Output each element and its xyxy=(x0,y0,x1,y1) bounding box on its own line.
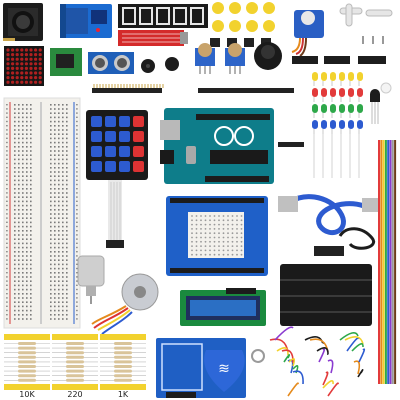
header-pins-top xyxy=(92,84,294,93)
resistor-strip-1 xyxy=(4,334,50,390)
transistors xyxy=(370,82,392,124)
button-caps xyxy=(212,2,275,32)
led-matrix xyxy=(4,46,44,86)
usb-cable xyxy=(278,194,380,235)
buzzer-1 xyxy=(141,59,155,73)
arduino-board xyxy=(160,108,274,184)
seven-segment-display xyxy=(118,4,208,28)
servo-motor xyxy=(291,10,324,57)
dc-cable xyxy=(314,227,376,256)
lcd-display xyxy=(180,288,266,326)
led-array xyxy=(312,72,363,178)
potentiometers xyxy=(195,43,245,74)
resistor-label-220: 220 xyxy=(67,390,82,399)
resistor-label-10k: 10K xyxy=(19,390,35,399)
ultrasonic-sensor xyxy=(88,52,134,74)
header-pins-right xyxy=(278,142,304,147)
jumper-wires xyxy=(269,326,369,397)
battery-holder xyxy=(280,264,372,326)
stepper-motor xyxy=(91,273,159,335)
ribbon-cable xyxy=(378,140,397,384)
dc-motor xyxy=(77,255,105,304)
breadboard xyxy=(3,97,81,329)
rfid-tag-symbol: ≋ xyxy=(218,361,230,377)
joystick-knob xyxy=(254,42,282,70)
buzzer-2 xyxy=(165,57,179,71)
resistor-strip-2 xyxy=(52,334,98,390)
relay-module xyxy=(60,4,112,38)
resistor-strip-3 xyxy=(100,334,146,390)
prototype-shield xyxy=(166,196,268,276)
ic-chips xyxy=(292,56,386,64)
servo-horns xyxy=(339,3,393,44)
water-level-sensor xyxy=(118,30,188,46)
driver-module xyxy=(50,48,82,76)
joystick-module xyxy=(3,3,43,41)
membrane-keypad xyxy=(86,110,148,248)
rfid-keyfob: ≋ xyxy=(204,349,265,392)
resistor-label-1k: 1K xyxy=(118,390,129,399)
